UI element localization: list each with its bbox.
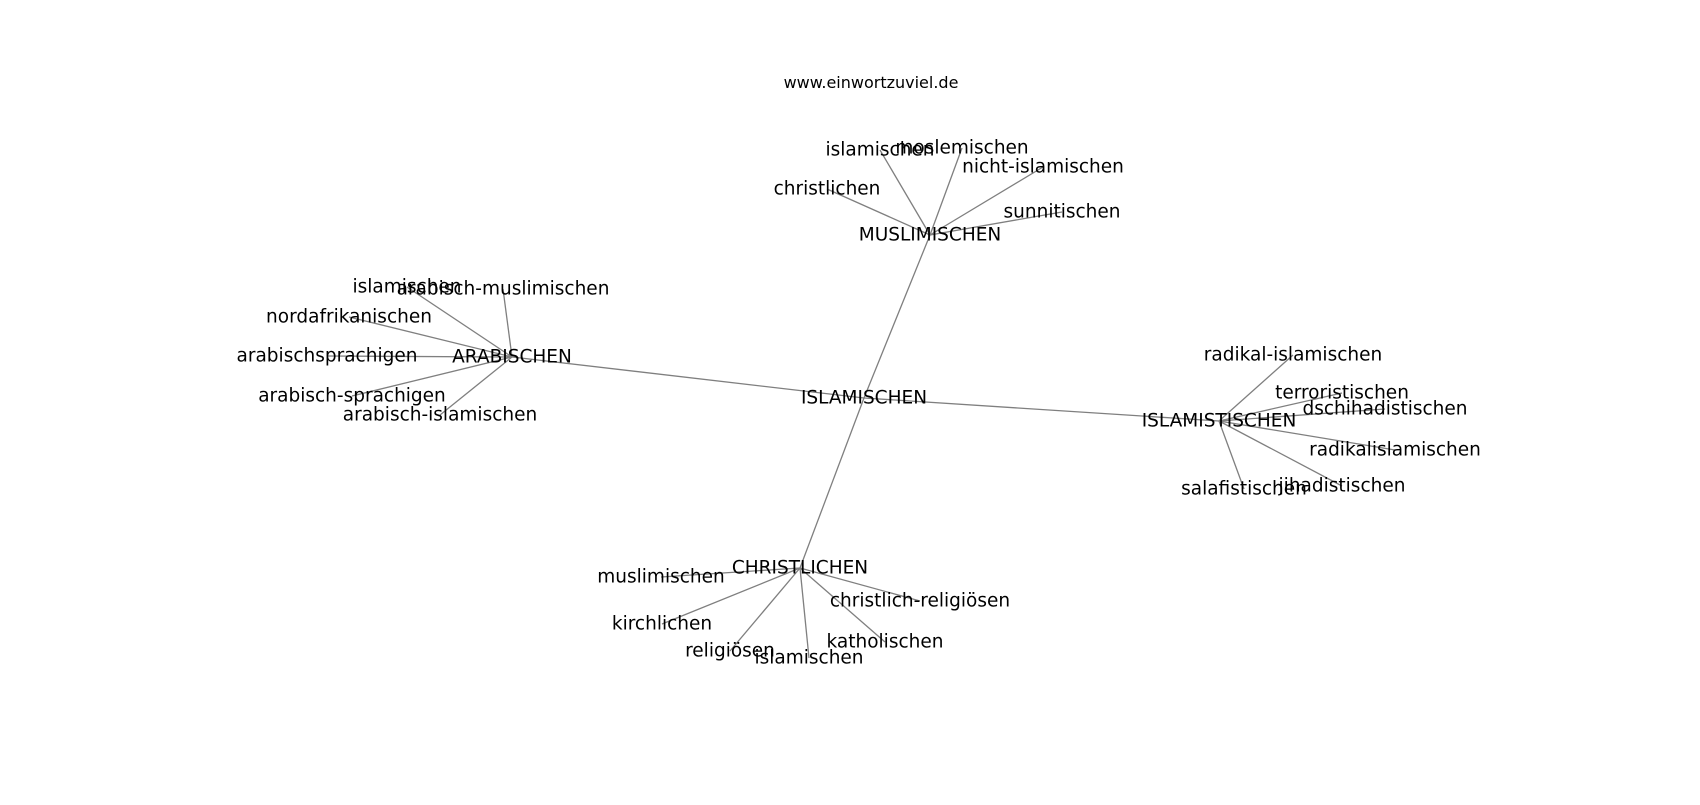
site-url-label: www.einwortzuviel.de: [784, 73, 959, 92]
edge-islamistischen-leaf-3: [1218, 420, 1396, 451]
edge-islamistischen-leaf-1: [1218, 392, 1343, 422]
leaf-node-islamistischen-0: radikal-islamischen: [1204, 345, 1382, 366]
leaf-node-islamistischen-2: dschihadistischen: [1302, 399, 1467, 420]
edge-muslimischen-leaf-2: [929, 147, 963, 236]
leaf-node-christlichen-2: religiösen: [685, 641, 775, 662]
edge-christlichen-leaf-0: [660, 567, 801, 578]
leaf-node-islamistischen-3: radikalislamischen: [1309, 440, 1481, 461]
edge-arabischen-leaf-0: [406, 286, 513, 358]
leaf-node-islamistischen-4: jihadistischen: [1278, 476, 1406, 497]
leaf-node-muslimischen-4: sunnitischen: [1004, 202, 1121, 223]
edge-muslimischen-leaf-4: [929, 211, 1063, 236]
edge-center-islamistischen: [863, 397, 1220, 422]
leaf-node-christlichen-3: islamischen: [754, 648, 863, 669]
edge-muslimischen-leaf-1: [879, 149, 931, 236]
leaf-node-arabischen-0: islamischen: [352, 277, 461, 298]
leaf-node-islamistischen-1: terroristischen: [1275, 383, 1409, 404]
edge-christlichen-leaf-1: [661, 567, 801, 625]
edge-christlichen-leaf-2: [729, 567, 801, 652]
leaf-node-muslimischen-0: christlichen: [774, 179, 881, 200]
edge-center-christlichen: [799, 397, 865, 569]
edge-islamistischen-leaf-5: [1218, 420, 1245, 490]
leaf-node-arabischen-2: nordafrikanischen: [266, 307, 432, 328]
edge-center-arabischen: [511, 356, 865, 399]
hub-node-arabischen: ARABISCHEN: [452, 347, 572, 368]
label-layer: christlichenislamischenmoslemischennicht…: [237, 138, 1481, 669]
center-node-label: ISLAMISCHEN: [801, 388, 927, 409]
leaf-node-muslimischen-2: moslemischen: [895, 138, 1028, 159]
hub-node-muslimischen: MUSLIMISCHEN: [859, 225, 1002, 246]
edge-center-muslimischen: [863, 234, 931, 399]
edge-christlichen-leaf-4: [799, 567, 886, 643]
edge-arabischen-leaf-3: [326, 355, 513, 358]
edge-muslimischen-leaf-3: [929, 166, 1044, 236]
edge-islamistischen-leaf-0: [1218, 354, 1294, 422]
leaf-node-christlichen-1: kirchlichen: [612, 614, 712, 635]
edge-christlichen-leaf-3: [799, 567, 810, 659]
leaf-node-muslimischen-1: islamischen: [825, 140, 934, 161]
edge-islamistischen-leaf-4: [1218, 420, 1343, 487]
leaf-node-christlichen-0: muslimischen: [597, 567, 724, 588]
leaf-node-muslimischen-3: nicht-islamischen: [962, 157, 1124, 178]
leaf-node-christlichen-5: christlich-religiösen: [830, 591, 1010, 612]
edge-arabischen-leaf-2: [348, 316, 513, 358]
leaf-node-islamistischen-5: salafistischen: [1181, 479, 1307, 500]
edge-christlichen-leaf-5: [799, 567, 921, 602]
leaf-node-arabischen-4: arabisch-sprachigen: [258, 386, 446, 407]
leaf-node-arabischen-1: arabisch-muslimischen: [397, 279, 610, 300]
leaf-node-christlichen-4: katholischen: [827, 632, 944, 653]
edge-arabischen-leaf-1: [502, 288, 513, 358]
edge-muslimischen-leaf-0: [826, 188, 931, 236]
edge-layer: [326, 147, 1396, 659]
edge-arabischen-leaf-5: [439, 356, 513, 416]
edge-arabischen-leaf-4: [351, 356, 513, 397]
hub-node-islamistischen: ISLAMISTISCHEN: [1142, 411, 1297, 432]
leaf-node-arabischen-3: arabischsprachigen: [237, 346, 418, 367]
leaf-node-arabischen-5: arabisch-islamischen: [343, 405, 537, 426]
hub-node-christlichen: CHRISTLICHEN: [732, 558, 868, 579]
edge-islamistischen-leaf-2: [1218, 408, 1386, 422]
